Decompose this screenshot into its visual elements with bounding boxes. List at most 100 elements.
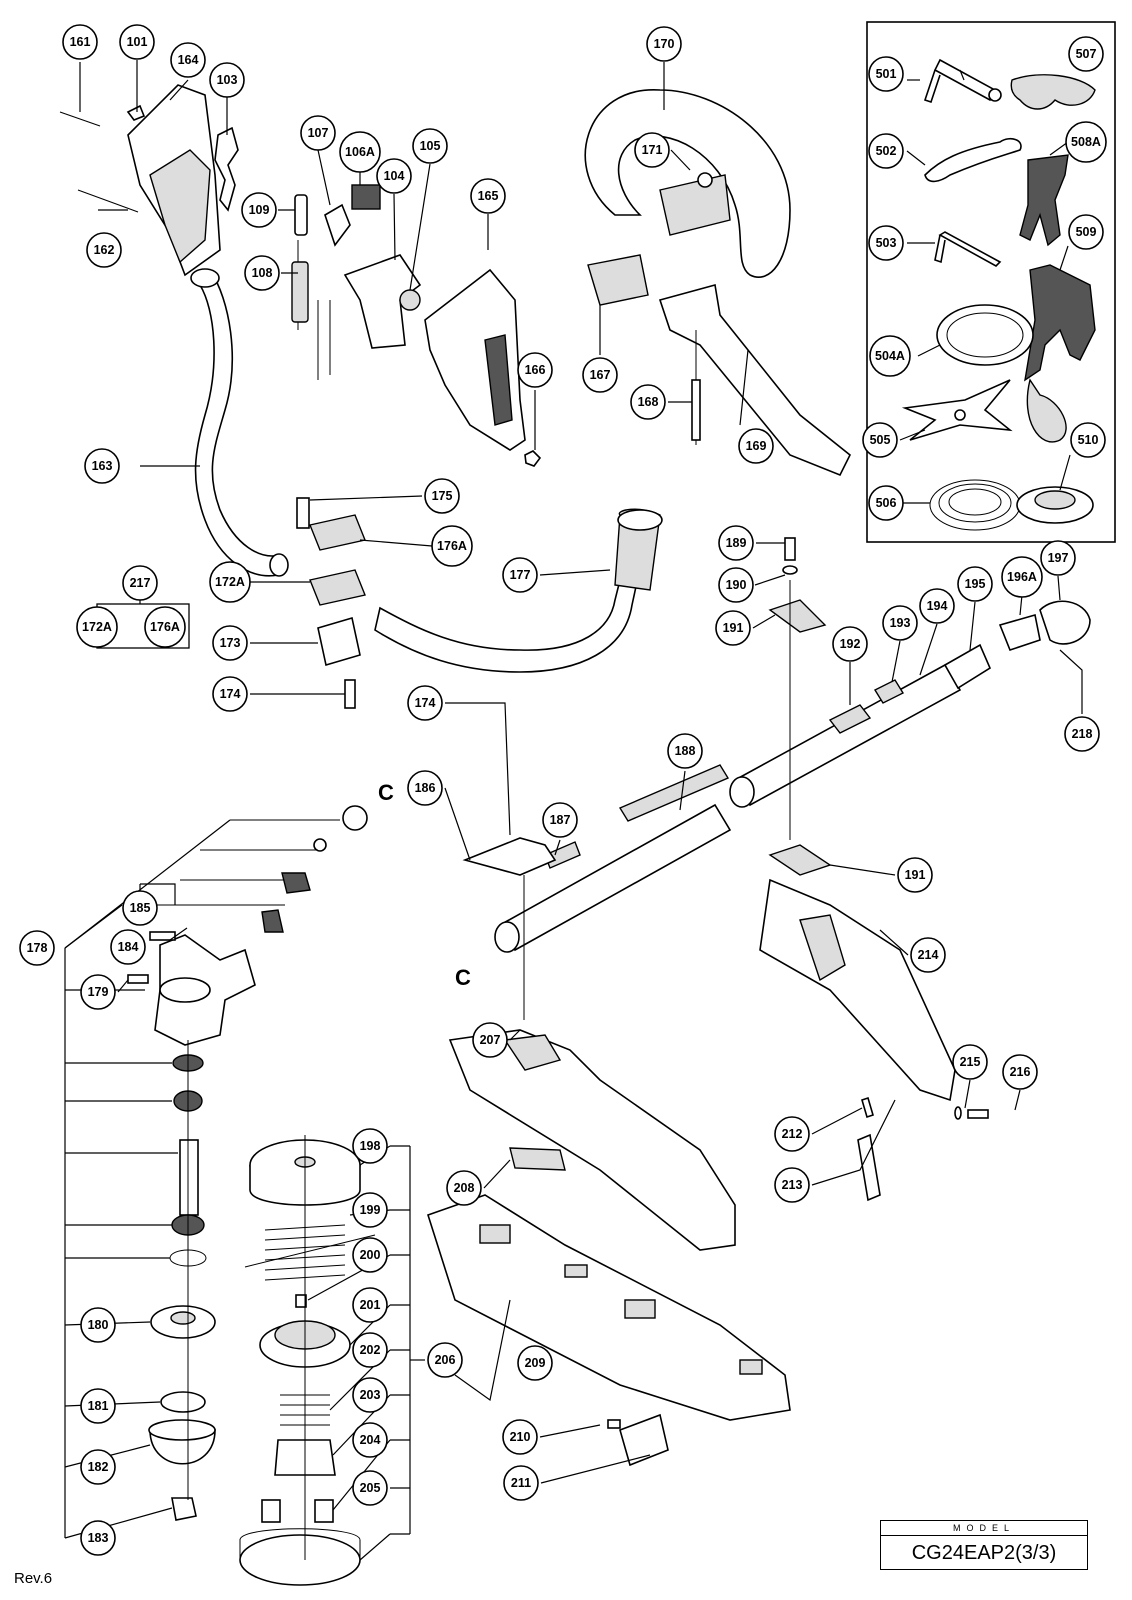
part-tag-206: 206 [427, 1342, 463, 1378]
part-tag-label: 174 [415, 696, 436, 710]
part-tag-label: 213 [782, 1178, 803, 1192]
part-tag-label: 507 [1076, 47, 1097, 61]
part-tag-171: 171 [634, 132, 670, 168]
part-tag-circle [209, 62, 245, 98]
part-tag-202: 202 [352, 1332, 388, 1368]
part-tag-circle [352, 1287, 388, 1323]
part-tag-208: 208 [446, 1170, 482, 1206]
part-tag-label: 190 [726, 578, 747, 592]
drive-shaft-group [462, 537, 1091, 1020]
part-tag-label: 186 [415, 781, 436, 795]
part-tag-circle [212, 676, 248, 712]
part-tag-204: 204 [352, 1422, 388, 1458]
group-brackets [64, 600, 425, 1538]
guard-group [427, 878, 989, 1467]
part-tag-label: 202 [360, 1343, 381, 1357]
part-tag-label: 214 [918, 948, 939, 962]
part-tag-216: 216 [1002, 1054, 1038, 1090]
part-tag-label: 212 [782, 1127, 803, 1141]
part-tag-circle [1065, 121, 1107, 163]
part-tag-circle [868, 225, 904, 261]
part-tag-198: 198 [352, 1128, 388, 1164]
part-tag-101: 101 [119, 24, 155, 60]
part-tag-label: 199 [360, 1203, 381, 1217]
part-tag-label: 172A [215, 575, 245, 589]
loop-handle-group [584, 89, 852, 477]
part-tag-174: 174 [407, 685, 443, 721]
gear-head-group [127, 805, 368, 1521]
part-tag-circle [446, 1170, 482, 1206]
part-tag-170: 170 [646, 26, 682, 62]
part-tag-201: 201 [352, 1287, 388, 1323]
part-tag-circle [738, 428, 774, 464]
part-tag-circle [952, 1044, 988, 1080]
part-tag-203: 203 [352, 1377, 388, 1413]
part-tag-209: 209 [517, 1345, 553, 1381]
part-tag-label: 207 [480, 1033, 501, 1047]
part-tag-circle [868, 133, 904, 169]
part-tag-label: 201 [360, 1298, 381, 1312]
model-code: CG24EAP2(3/3) [911, 1542, 1057, 1564]
part-tag-173: 173 [212, 625, 248, 661]
part-tag-label: 509 [1076, 225, 1097, 239]
part-tag-circle [472, 1022, 508, 1058]
part-tag-169: 169 [738, 428, 774, 464]
part-tag-circle [76, 606, 118, 648]
part-tag-circle [1068, 214, 1104, 250]
part-tag-circle [897, 857, 933, 893]
part-tag-circle [869, 335, 911, 377]
part-tag-label: 192 [840, 637, 861, 651]
part-tag-label: 162 [94, 243, 115, 257]
part-tag-186: 186 [407, 770, 443, 806]
part-tag-200: 200 [352, 1237, 388, 1273]
part-tag-circle [503, 1465, 539, 1501]
part-tag-label: 105 [420, 139, 441, 153]
part-tag-510: 510 [1070, 422, 1106, 458]
part-tag-circle [646, 26, 682, 62]
part-tag-label: 208 [454, 1181, 475, 1195]
part-tag-circle [376, 158, 412, 194]
part-tag-163: 163 [84, 448, 120, 484]
part-tag-172A: 172A [76, 606, 118, 648]
part-tag-label: 204 [360, 1433, 381, 1447]
part-tag-505: 505 [862, 422, 898, 458]
part-tag-circle [910, 937, 946, 973]
part-tag-label: 215 [960, 1055, 981, 1069]
part-tag-label: 172A [82, 620, 112, 634]
part-tag-172A: 172A [209, 561, 251, 603]
part-tag-label: 185 [130, 901, 151, 915]
part-tag-circle [582, 357, 618, 393]
part-tag-label: 107 [308, 126, 329, 140]
part-tag-211: 211 [503, 1465, 539, 1501]
part-tag-circle [774, 1116, 810, 1152]
part-tag-191: 191 [897, 857, 933, 893]
part-tag-109: 109 [241, 192, 277, 228]
part-tag-197: 197 [1040, 540, 1076, 576]
part-tag-circle [352, 1377, 388, 1413]
part-tag-circle [241, 192, 277, 228]
part-tag-circle [19, 930, 55, 966]
part-tag-circle [84, 448, 120, 484]
spool-head-group [239, 1135, 376, 1586]
part-tag-label: 181 [88, 1399, 109, 1413]
part-tag-label: 108 [252, 266, 273, 280]
part-tag-circle [407, 770, 443, 806]
part-tag-circle [110, 929, 146, 965]
part-tag-circle [1070, 422, 1106, 458]
part-tag-507: 507 [1068, 36, 1104, 72]
part-tag-circle [718, 567, 754, 603]
part-tag-213: 213 [774, 1167, 810, 1203]
part-tag-193: 193 [882, 605, 918, 641]
model-box: MODEL CG24EAP2(3/3) [880, 1520, 1088, 1570]
part-tag-circle [80, 1307, 116, 1343]
part-tag-label: 194 [927, 599, 948, 613]
part-tag-166: 166 [517, 352, 553, 388]
part-tag-180: 180 [80, 1307, 116, 1343]
part-tag-circle [209, 561, 251, 603]
part-tag-504A: 504A [869, 335, 911, 377]
part-tag-label: 504A [875, 349, 905, 363]
part-tag-circle [80, 974, 116, 1010]
part-tag-circle [919, 588, 955, 624]
part-tag-label: 170 [654, 37, 675, 51]
